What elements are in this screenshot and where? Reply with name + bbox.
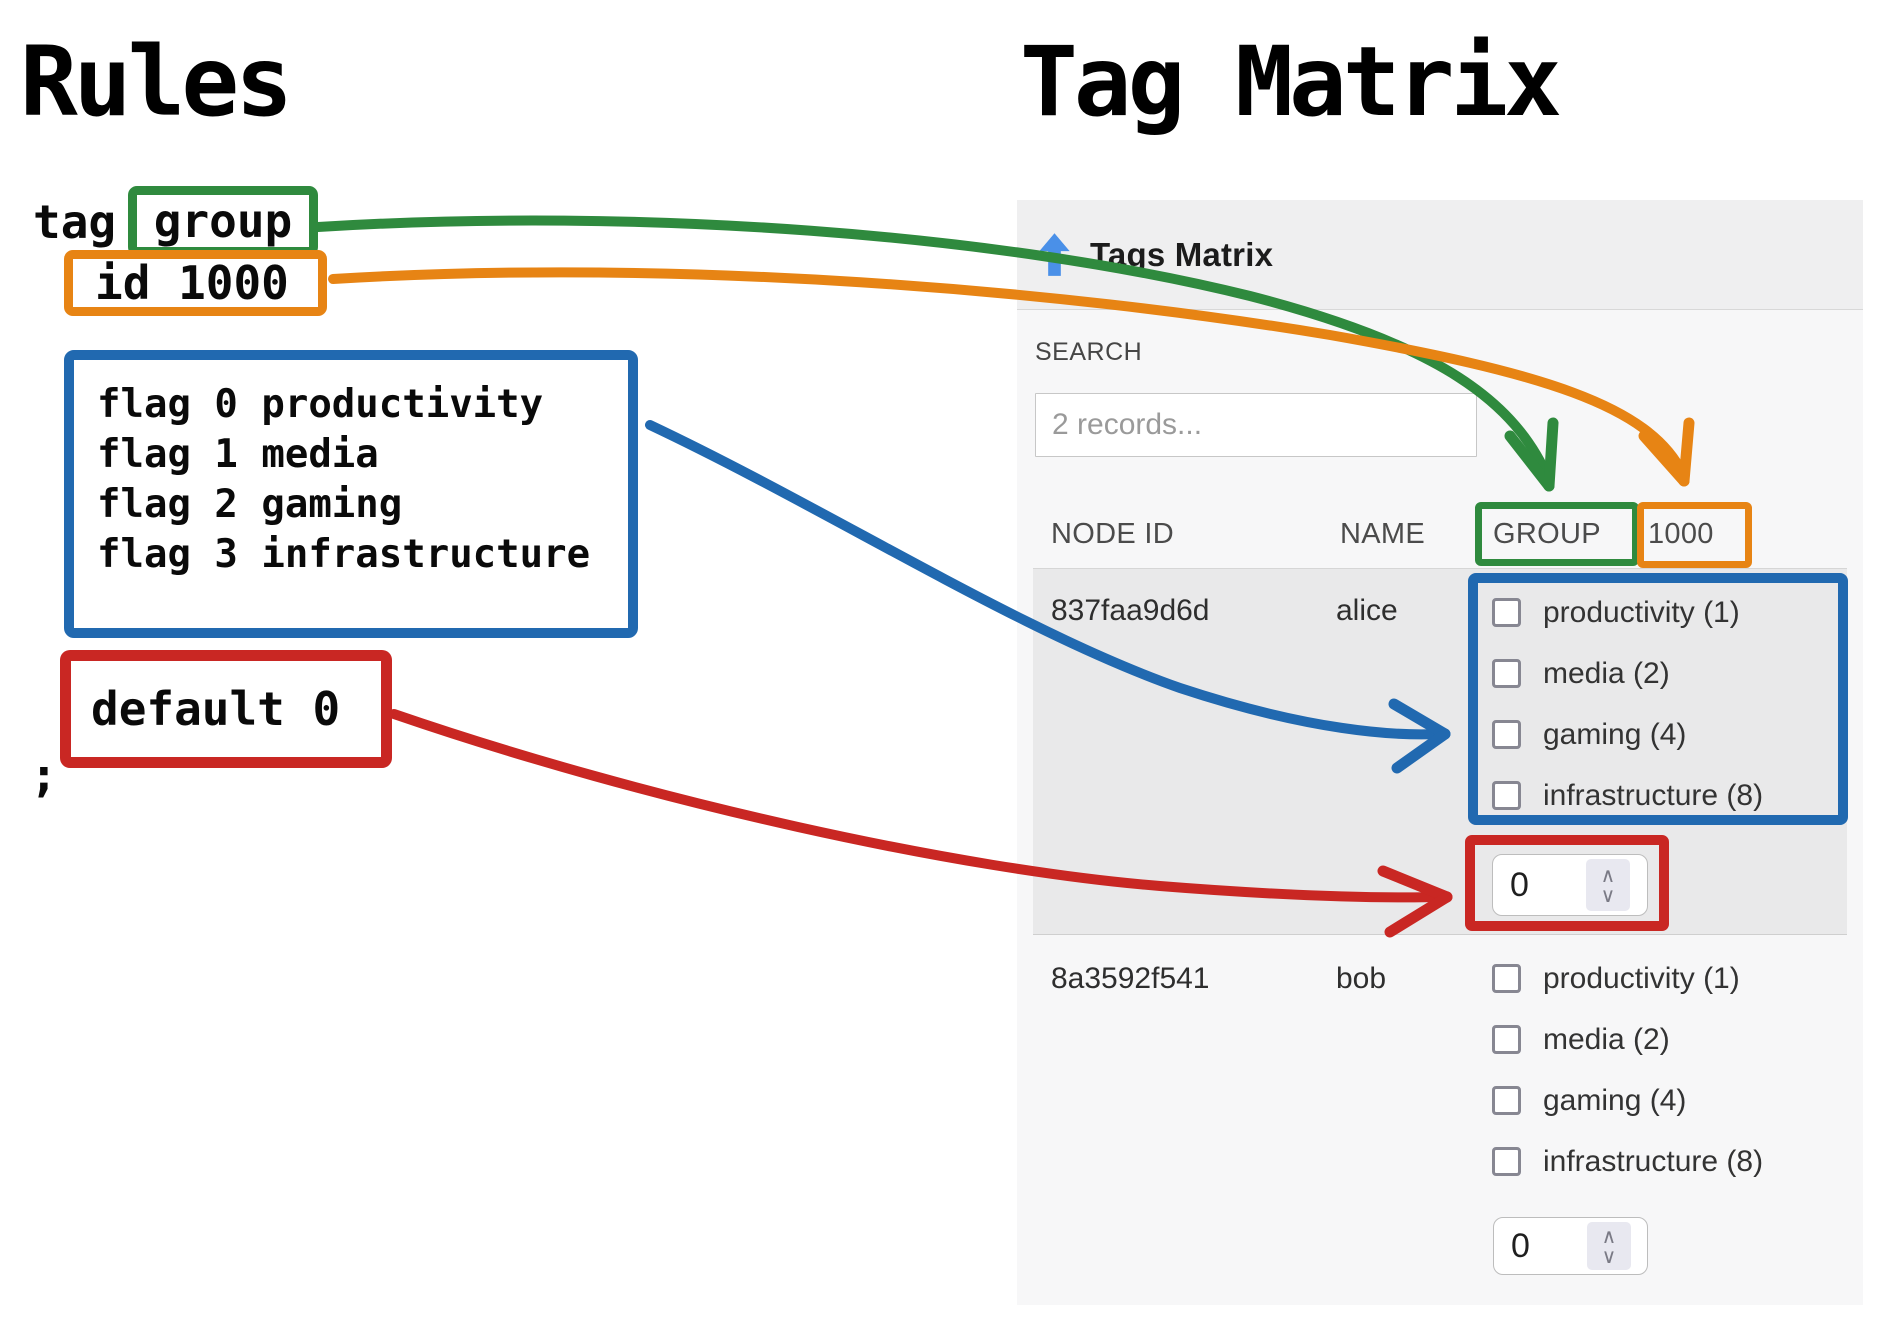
spinner-value: 0 — [1511, 1226, 1530, 1265]
checkbox-infrastructure[interactable] — [1492, 781, 1521, 810]
checkbox-label: infrastructure (8) — [1543, 1145, 1764, 1178]
search-label: SEARCH — [1035, 338, 1143, 366]
checkbox-label: productivity (1) — [1543, 962, 1740, 995]
value-spinner[interactable]: 0 ∧∨ — [1492, 854, 1648, 916]
checkbox-label: media (2) — [1543, 1023, 1670, 1056]
id-column-highlight-box — [1637, 502, 1752, 568]
rules-title: Rules — [20, 26, 293, 138]
id-line-highlight-box: id 1000 — [64, 250, 327, 316]
column-header-name: NAME — [1340, 518, 1425, 550]
node-id-cell: 837faa9d6d — [1051, 594, 1210, 627]
id-line: id 1000 — [95, 256, 289, 310]
name-cell: bob — [1336, 962, 1387, 995]
default-line: default 0 — [91, 682, 341, 736]
spinner-stepper[interactable]: ∧∨ — [1587, 1222, 1631, 1270]
checkbox-productivity[interactable] — [1492, 964, 1521, 993]
default-line-highlight-box: default 0 — [60, 650, 392, 768]
checkbox-media[interactable] — [1492, 1025, 1521, 1054]
search-input[interactable] — [1035, 393, 1477, 457]
panel-title: Tags Matrix — [1090, 235, 1274, 273]
checkbox-label: media (2) — [1543, 657, 1670, 690]
group-column-highlight-box — [1475, 502, 1639, 566]
checkbox-productivity[interactable] — [1492, 598, 1521, 627]
checkbox-label: gaming (4) — [1543, 718, 1687, 751]
code-terminator: ; — [30, 748, 58, 802]
chevron-down-icon[interactable]: ∨ — [1600, 883, 1616, 907]
checkbox-label: infrastructure (8) — [1543, 779, 1764, 812]
checkbox-label: gaming (4) — [1543, 1084, 1687, 1117]
flag-line: flag 1 media — [97, 432, 379, 477]
flag-line: flag 3 infrastructure — [97, 532, 591, 577]
flags-checkboxes-highlight-box — [1468, 573, 1848, 825]
flag-line: flag 2 gaming — [97, 482, 403, 527]
tag-matrix-title: Tag Matrix — [1020, 26, 1562, 138]
column-header-1000: 1000 — [1648, 518, 1714, 550]
spinner-value: 0 — [1510, 865, 1529, 904]
value-spinner[interactable]: 0 ∧∨ — [1493, 1217, 1648, 1275]
spinner-stepper[interactable]: ∧∨ — [1586, 859, 1630, 911]
checkbox-label: productivity (1) — [1543, 596, 1740, 629]
panel-header: Tags Matrix — [1017, 200, 1863, 310]
tag-keyword: tag — [33, 195, 117, 249]
tag-value-highlight-box: group — [128, 186, 318, 256]
chevron-down-icon[interactable]: ∨ — [1601, 1244, 1617, 1268]
checkbox-gaming[interactable] — [1492, 1086, 1521, 1115]
checkbox-infrastructure[interactable] — [1492, 1147, 1521, 1176]
column-header-group: GROUP — [1493, 518, 1601, 550]
flags-highlight-box: flag 0 productivity flag 1 media flag 2 … — [64, 350, 638, 638]
table-row-bob: 8a3592f541 bob productivity (1) media (2… — [1033, 934, 1847, 1294]
default-spinner-highlight-box — [1465, 835, 1669, 931]
checkbox-gaming[interactable] — [1492, 720, 1521, 749]
chevron-up-icon[interactable]: ∧ — [1601, 1224, 1617, 1248]
up-arrow-icon[interactable] — [1038, 232, 1071, 277]
checkbox-media[interactable] — [1492, 659, 1521, 688]
chevron-up-icon[interactable]: ∧ — [1600, 863, 1616, 887]
flag-line: flag 0 productivity — [97, 382, 544, 427]
node-id-cell: 8a3592f541 — [1051, 962, 1210, 995]
tag-value: group — [153, 194, 293, 248]
column-header-node-id: NODE ID — [1051, 518, 1174, 550]
name-cell: alice — [1336, 594, 1398, 627]
